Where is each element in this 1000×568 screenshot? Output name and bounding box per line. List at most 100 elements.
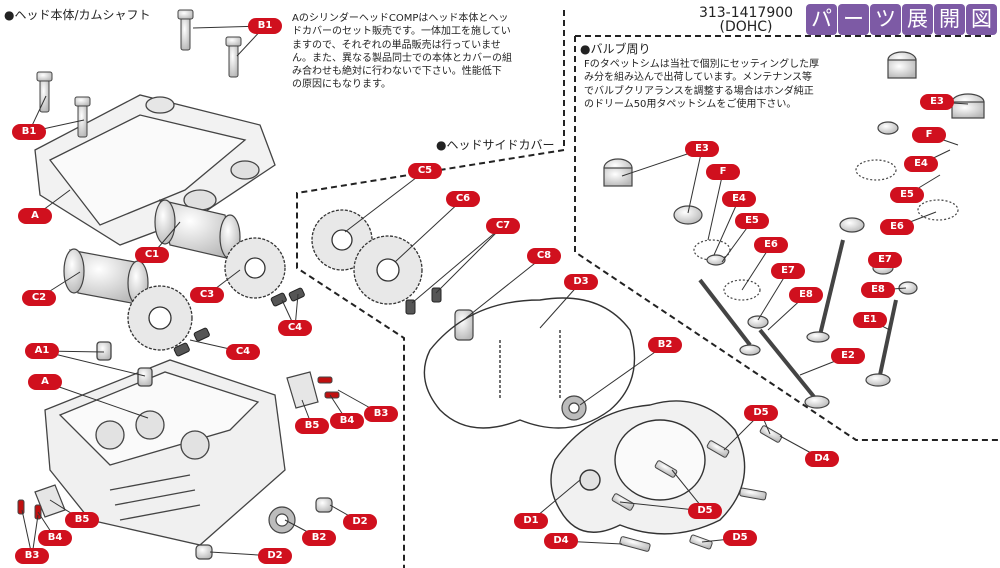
callout-e8: E8 <box>789 287 823 303</box>
callout-c1: C1 <box>135 247 169 263</box>
notice-line: AのシリンダーヘッドCOMPはヘッド本体とヘッ <box>292 13 509 24</box>
callout-e7: E7 <box>771 263 805 279</box>
callout-e4: E4 <box>722 191 756 207</box>
callout-e6: E6 <box>754 237 788 253</box>
cover-sprockets <box>311 209 423 305</box>
callout-c6: C6 <box>446 191 480 207</box>
side-cover-section-heading: ●ヘッドサイドカバー <box>436 138 555 152</box>
callout-e5: E5 <box>735 213 769 229</box>
callout-e1: E1 <box>853 312 887 328</box>
callout-e5: E5 <box>890 187 924 203</box>
notice-line: の原因にもなります。 <box>292 79 391 91</box>
callout-d5: D5 <box>744 405 778 421</box>
leader-line <box>579 344 666 406</box>
callout-e3: E3 <box>685 141 719 157</box>
valve-set-right <box>806 51 985 387</box>
callout-e2: E2 <box>831 348 865 364</box>
part-number: 313-1417900 <box>698 5 794 21</box>
notice-line: ん。また、異なる製品同士での本体とカバーの組 <box>292 52 512 64</box>
badge-char: パ <box>806 4 837 35</box>
valve-section-heading: ●バルブ周り <box>580 42 651 56</box>
callout-b2: B2 <box>302 530 336 546</box>
callout-a: A <box>28 374 62 390</box>
oil-seal-b2 <box>561 395 587 421</box>
valve-note-line: み分を組み込んで出荷しています。メンテナンス等 <box>584 72 812 84</box>
callout-c4: C4 <box>226 344 260 360</box>
callout-d5: D5 <box>688 503 722 519</box>
callout-c7: C7 <box>486 218 520 234</box>
callout-e8: E8 <box>861 282 895 298</box>
leader-line <box>435 225 504 294</box>
valve-note-line: のドリーム50用タペットシムをご使用下さい。 <box>584 98 797 110</box>
callout-d4: D4 <box>544 533 578 549</box>
callout-d3: D3 <box>564 274 598 290</box>
badge-char: ー <box>838 4 869 35</box>
leader-line <box>411 225 504 304</box>
head-cover <box>34 94 276 246</box>
side-plates-b5 <box>34 371 319 518</box>
leader-line <box>707 171 724 241</box>
notice-line: み合わせも絶対に行わないで下さい。性能低下 <box>292 66 502 78</box>
callout-b3: B3 <box>364 406 398 422</box>
notice-line: ドカバーのセット販売です。一体加工を施してい <box>292 26 511 38</box>
valve-note-line: Fのタペットシムは当社で個別にセッティングした厚 <box>584 59 820 70</box>
callout-a: A <box>18 208 52 224</box>
notice-line: ますので、それぞれの単品販売は行っていませ <box>292 39 501 51</box>
head-section-heading: ●ヘッド本体/カムシャフト <box>4 8 151 22</box>
sprocket-bolts-c4 <box>173 287 305 357</box>
callout-leaders <box>21 25 969 557</box>
callout-d2: D2 <box>343 514 377 530</box>
leader-line <box>44 381 149 419</box>
part-number-block: 313-1417900 (DOHC) <box>692 6 800 34</box>
head-bolts <box>36 9 242 138</box>
callout-b3: B3 <box>15 548 49 564</box>
leader-line <box>713 198 740 256</box>
callout-b1: B1 <box>248 18 282 34</box>
badge-char: 開 <box>934 4 965 35</box>
cover-bolts-d4-d5 <box>611 425 783 552</box>
callout-c8: C8 <box>527 248 561 264</box>
cover-bolts-c7 <box>405 287 442 315</box>
leader-line <box>757 270 789 321</box>
section-borders <box>296 10 1000 568</box>
callout-d2: D2 <box>258 548 292 564</box>
callout-b5: B5 <box>295 418 329 434</box>
leader-line <box>687 148 703 214</box>
callout-a1: A1 <box>25 343 59 359</box>
callout-c3: C3 <box>190 287 224 303</box>
callout-f: F <box>706 164 740 180</box>
valve-note-line: でバルブクリアランスを調整する場合はホンダ純正 <box>584 85 814 97</box>
cam-sprockets <box>127 237 286 351</box>
callout-f: F <box>912 127 946 143</box>
valve-set-left <box>603 158 830 409</box>
callout-b1: B1 <box>12 124 46 140</box>
leader-line <box>394 198 464 263</box>
callout-e4: E4 <box>904 156 938 172</box>
callout-e6: E6 <box>880 219 914 235</box>
engine-type: (DOHC) <box>719 19 773 35</box>
notice-text: AのシリンダーヘッドCOMPはヘッド本体とヘッ ドカバーのセット販売です。一体加… <box>292 12 554 92</box>
callout-c2: C2 <box>22 290 56 306</box>
camshafts <box>63 199 241 306</box>
small-bolts-b3-b4 <box>17 376 340 520</box>
callout-b4: B4 <box>38 530 72 546</box>
callout-b5: B5 <box>65 512 99 528</box>
callout-e3: E3 <box>920 94 954 110</box>
callout-d1: D1 <box>514 513 548 529</box>
callout-e7: E7 <box>868 252 902 268</box>
badge-char: 図 <box>966 4 997 35</box>
callout-b4: B4 <box>330 413 364 429</box>
badge-char: ツ <box>870 4 901 35</box>
callout-b2: B2 <box>648 337 682 353</box>
leader-line <box>465 255 545 319</box>
cylinder-head <box>44 341 286 546</box>
callout-c4: C4 <box>278 320 312 336</box>
leader-line <box>41 350 146 377</box>
callout-c5: C5 <box>408 163 442 179</box>
leader-line <box>344 170 426 233</box>
cover-gasket-d3 <box>423 297 636 429</box>
valve-note: Fのタペットシムは当社で個別にセッティングした厚 み分を組み込んで出荷しています… <box>584 58 854 111</box>
callout-d4: D4 <box>805 451 839 467</box>
callout-d5: D5 <box>723 530 757 546</box>
